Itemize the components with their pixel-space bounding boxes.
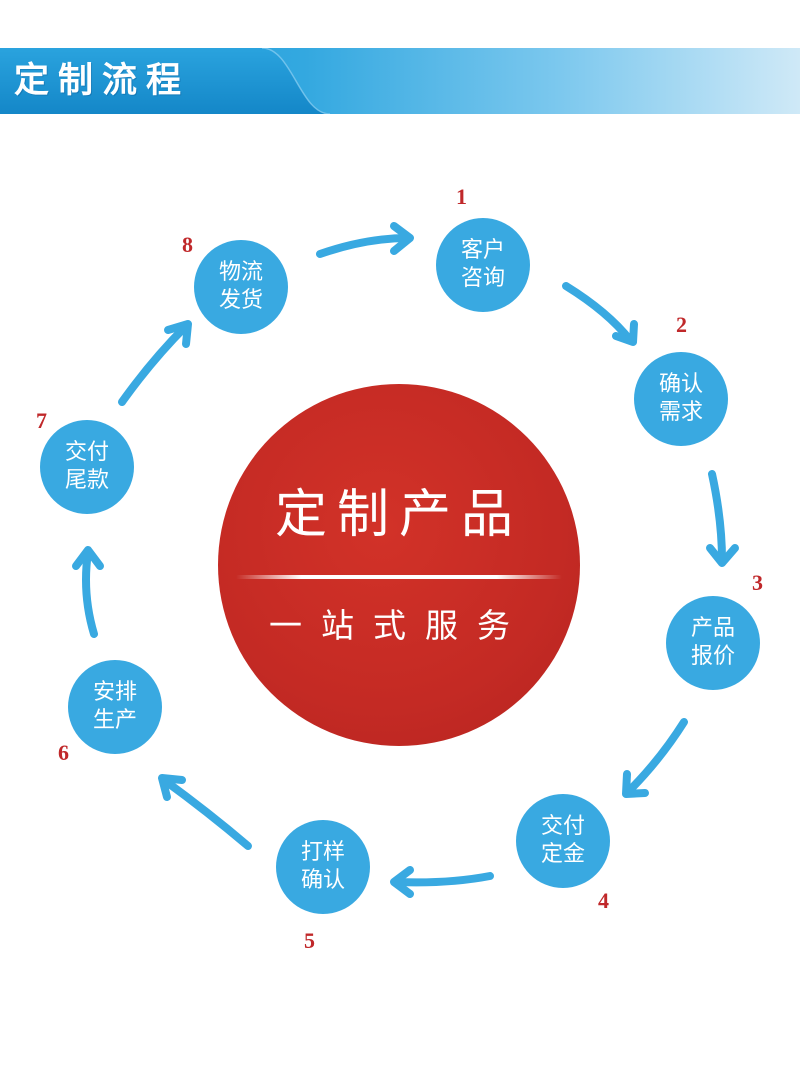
step-3-label-line2: 报价 (690, 644, 735, 669)
center-title: 定制产品 (274, 485, 523, 545)
arrow-7-to-8 (118, 320, 192, 406)
step-7-label-line1: 交付 (64, 440, 109, 465)
step-1-label-line1: 客户 (460, 238, 505, 263)
step-3-number: 3 (752, 570, 763, 595)
arrow-1-to-2 (562, 282, 638, 346)
step-6-number: 6 (58, 740, 69, 765)
center-circle (218, 384, 580, 746)
step-6-label-line1: 安排 (92, 680, 137, 705)
step-6-circle: 安排 生产 (68, 660, 162, 754)
step-7-circle: 交付 尾款 (40, 420, 134, 514)
step-4-number: 4 (598, 888, 609, 913)
step-5-number: 5 (304, 928, 315, 953)
step-2-number: 2 (676, 312, 687, 337)
arrow-8-to-1 (316, 222, 414, 258)
step-3-circle: 产品 报价 (666, 596, 760, 690)
arrow-6-to-7 (72, 546, 104, 638)
arrow-2-to-3 (706, 470, 739, 567)
step-2-label-line1: 确认 (658, 372, 703, 397)
step-8-circle: 物流 发货 (194, 240, 288, 334)
step-7-number: 7 (36, 408, 47, 433)
arrow-5-to-6 (158, 774, 252, 850)
step-4-label-line2: 定金 (540, 842, 585, 867)
arrow-3-to-4 (622, 718, 688, 798)
step-1-number: 1 (456, 184, 467, 209)
step-1-label-line2: 咨询 (460, 266, 505, 291)
step-4-circle: 交付 定金 (516, 794, 610, 888)
step-1-circle: 客户 咨询 (436, 218, 530, 312)
step-7-label-line2: 尾款 (64, 468, 109, 493)
step-3-label-line1: 产品 (690, 616, 735, 641)
center-divider (236, 575, 562, 579)
step-5-label-line2: 确认 (300, 868, 345, 893)
step-5-circle: 打样 确认 (276, 820, 370, 914)
page-title: 定制流程 (14, 61, 191, 101)
center-subtitle: 一站式服务 (269, 606, 529, 645)
step-8-number: 8 (182, 232, 193, 257)
header-banner (0, 48, 800, 114)
step-4-label-line1: 交付 (540, 814, 585, 839)
step-8-label-line2: 发货 (218, 288, 263, 313)
step-6-label-line2: 生产 (92, 708, 137, 733)
step-2-circle: 确认 需求 (634, 352, 728, 446)
arrow-4-to-5 (390, 866, 494, 898)
step-2-label-line2: 需求 (658, 400, 703, 425)
step-8-label-line1: 物流 (218, 260, 263, 285)
step-5-label-line1: 打样 (300, 840, 345, 865)
